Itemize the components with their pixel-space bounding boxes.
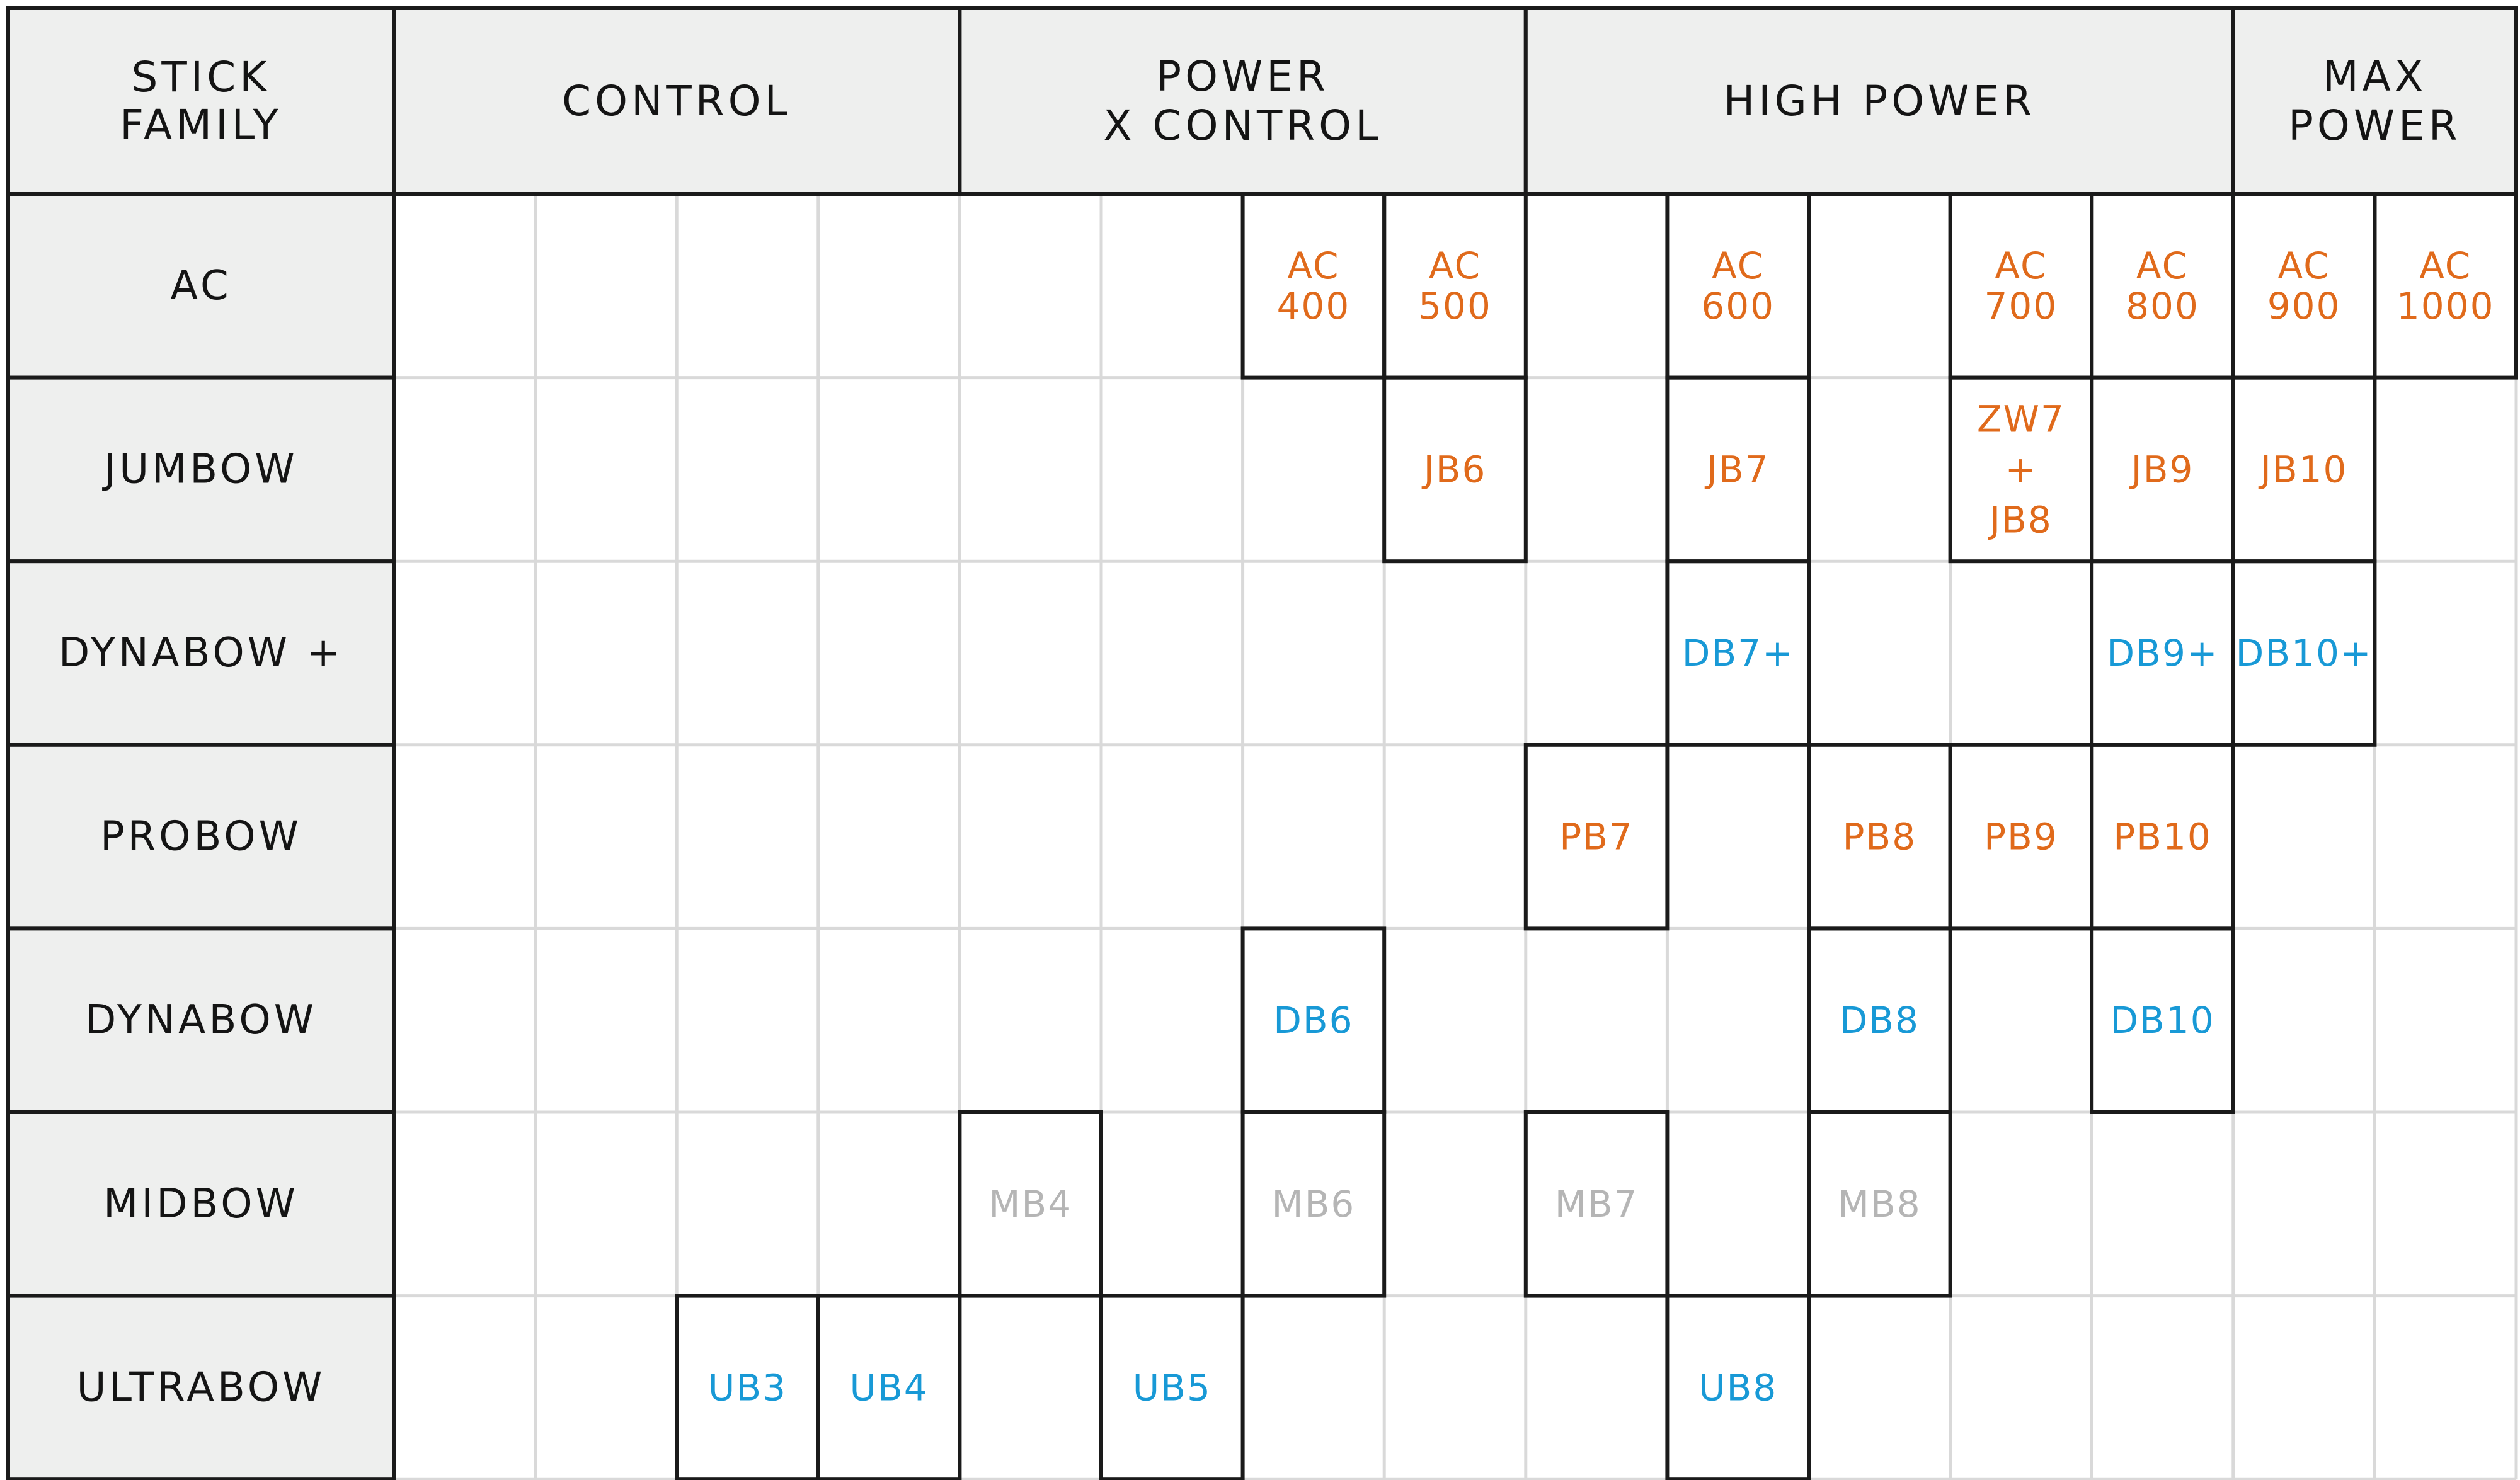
product-label: 400 [1277,285,1351,327]
product-label: UB3 [708,1366,787,1409]
product-label: AC [1429,244,1481,287]
row-label-cell [6,1294,396,1480]
product-label: DB10+ [2236,632,2373,675]
product-label: 800 [2126,285,2199,327]
row-label: ULTRABOW [77,1364,326,1411]
header-group-label: HIGH POWER [1724,77,2036,125]
product-cell [958,1110,1104,1298]
header-group-cell [1523,6,2235,196]
product-label: 700 [1984,285,2058,327]
product-label: UB5 [1133,1366,1211,1409]
product-label: DB6 [1273,999,1353,1042]
product-label: MB6 [1272,1183,1356,1226]
product-label: PB9 [1984,816,2058,858]
product-label: AC [2136,244,2189,287]
product-label: DB7+ [1682,632,1794,675]
product-label: AC [1712,244,1764,287]
header-group-label: MAX [2323,52,2427,101]
product-cell [1665,1294,1811,1480]
product-label: PB8 [1842,816,1916,858]
header-family-label: STICK [131,53,270,101]
row-label: PROBOW [100,814,302,860]
product-label: JB10 [2259,448,2348,491]
row-label-cell [6,559,396,747]
product-cell [816,1294,962,1480]
product-label: MB8 [1838,1183,1922,1226]
product-label: UB4 [850,1366,929,1409]
product-label: 1000 [2397,285,2495,327]
row-label-cell [6,1110,396,1298]
product-label: UB8 [1698,1366,1777,1409]
product-cell [1523,743,1670,931]
product-label: JB8 [1988,498,2053,541]
product-label: DB9+ [2107,632,2219,675]
row-label-cell [6,375,396,564]
product-cell [1382,375,1528,564]
header-group-label: X CONTROL [1103,101,1382,150]
product-cell [2090,926,2235,1115]
product-label: MB4 [988,1183,1072,1226]
product-label: MB7 [1555,1183,1639,1226]
row-label-cell [6,743,396,931]
row-label: MIDBOW [103,1181,299,1227]
product-label: PB7 [1559,816,1634,858]
product-label: 600 [1701,285,1775,327]
row-label-cell [6,192,396,380]
header-group-cell [2231,6,2519,196]
row-label: DYNABOW [85,997,317,1044]
product-label: AC [2278,244,2330,287]
product-cell [2231,559,2377,747]
product-label: 900 [2267,285,2341,327]
product-cell [1523,1110,1670,1298]
product-cell [1099,1294,1245,1480]
header-group-label: POWER [1156,52,1329,101]
product-label: AC [2419,244,2471,287]
row-label: JUMBOW [101,446,297,492]
header-group-cell [958,6,1528,196]
header-group-cell [392,6,962,196]
product-label: + [2005,448,2037,491]
product-label: AC [1995,244,2047,287]
row-label: DYNABOW + [59,630,343,676]
product-cell [1665,559,1811,747]
product-cell [1807,1110,1952,1298]
product-label: PB10 [2113,816,2212,858]
product-label: JB9 [2129,448,2194,491]
product-cell [2373,192,2518,380]
product-label: AC [1287,244,1339,287]
product-cell [1240,1110,1387,1298]
row-label-cell [6,926,396,1115]
product-label: DB8 [1840,999,1920,1042]
product-label: JB7 [1705,448,1770,491]
product-label: ZW7 [1977,397,2065,440]
header-group-label: POWER [2288,101,2461,150]
row-label: AC [170,263,231,309]
header-family-label: FAMILY [120,101,282,149]
product-label: 500 [1418,285,1492,327]
product-label: DB10 [2110,999,2214,1042]
header-group-label: CONTROL [562,77,791,125]
product-label: JB6 [1422,448,1487,491]
row-labels: AC JUMBOW DYNABOW + PROBOW DYNABOW MIDBOW ULTR… [6,192,396,1480]
